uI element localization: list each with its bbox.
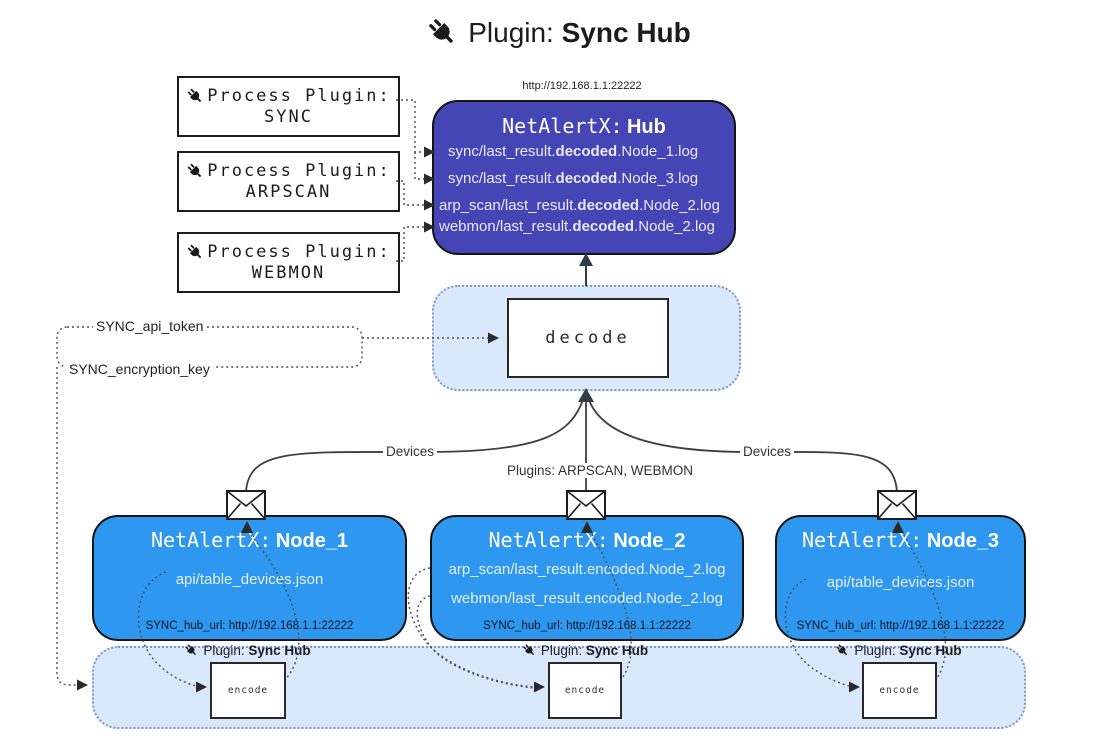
- node-1-box: NetAlertX: Node_1 api/table_devices.json…: [92, 515, 407, 641]
- plug-icon: [186, 243, 205, 262]
- hub-box: NetAlertX: Hub sync/last_result.decoded.…: [432, 100, 736, 255]
- node-title: NetAlertX: Node_3: [801, 528, 1000, 552]
- node-hub-url: SYNC_hub_url: http://192.168.1.1:22222: [145, 620, 354, 632]
- envelope-icon: [226, 490, 266, 521]
- process-plugin-webmon: Process Plugin: WEBMON: [177, 232, 400, 293]
- encode-box-3: encode: [862, 662, 937, 719]
- encode-box-2: encode: [548, 662, 622, 719]
- plug-icon: [835, 643, 850, 658]
- process-plugin-name: SYNC: [264, 107, 313, 127]
- node-3-box: NetAlertX: Node_3 api/table_devices.json…: [775, 515, 1026, 641]
- envelope-icon: [877, 490, 917, 521]
- hub-file: sync/last_result.decoded.Node_1.log: [448, 143, 699, 160]
- process-plugin-name: WEBMON: [251, 263, 326, 283]
- plug-icon: [184, 643, 199, 658]
- node-file: api/table_devices.json: [826, 574, 975, 591]
- encoder-label-text: Plugin: Sync Hub: [540, 643, 649, 658]
- page-title: Plugin: Sync Hub: [0, 16, 1117, 50]
- process-plugin-label: Process Plugin:: [207, 161, 391, 181]
- process-plugin-sync: Process Plugin: SYNC: [177, 76, 400, 137]
- page-title-text: Plugin: Sync Hub: [468, 17, 691, 48]
- hub-title: NetAlertX: Hub: [502, 114, 666, 138]
- encoder-label-text: Plugin: Sync Hub: [854, 643, 962, 658]
- hub-file: arp_scan/last_result.decoded.Node_2.log: [439, 197, 720, 214]
- encoder-label-2: Plugin: Sync Hub: [430, 643, 740, 658]
- process-plugin-label: Process Plugin:: [207, 86, 391, 106]
- hub-file: sync/last_result.decoded.Node_3.log: [448, 170, 699, 187]
- edge-label-devices-right: Devices: [740, 444, 795, 459]
- node-title: NetAlertX: Node_1: [150, 528, 349, 552]
- plug-icon: [186, 162, 205, 181]
- hub-url: http://192.168.1.1:22222: [522, 80, 642, 92]
- edge-label-plugins: Plugins: ARPSCAN, WEBMON: [504, 463, 697, 478]
- process-plugin-label: Process Plugin:: [207, 242, 391, 262]
- plug-icon: [426, 16, 460, 50]
- plug-icon: [522, 643, 537, 658]
- node-title: NetAlertX: Node_2: [488, 528, 686, 552]
- encoder-label-text: Plugin: Sync Hub: [203, 643, 311, 658]
- encoder-label-1: Plugin: Sync Hub: [92, 643, 403, 658]
- node-file: arp_scan/last_result.encoded.Node_2.log: [448, 561, 726, 578]
- hub-file: webmon/last_result.decoded.Node_2.log: [439, 218, 715, 235]
- encoder-label-3: Plugin: Sync Hub: [775, 643, 1022, 658]
- node-file: api/table_devices.json: [175, 571, 324, 588]
- process-plugin-name: ARPSCAN: [245, 182, 332, 202]
- plug-icon: [186, 87, 205, 106]
- node-2-box: NetAlertX: Node_2 arp_scan/last_result.e…: [430, 515, 744, 641]
- sync-api-token-label: SYNC_api_token: [93, 318, 207, 334]
- decode-box: decode: [507, 298, 669, 378]
- node-hub-url: SYNC_hub_url: http://192.168.1.1:22222: [483, 620, 691, 632]
- encode-box-1: encode: [210, 662, 286, 719]
- envelope-icon: [566, 490, 606, 521]
- sync-encryption-key-label: SYNC_encryption_key: [66, 361, 213, 377]
- node-hub-url: SYNC_hub_url: http://192.168.1.1:22222: [796, 620, 1005, 632]
- node-file: webmon/last_result.encoded.Node_2.log: [451, 590, 723, 607]
- edge-label-devices-left: Devices: [383, 444, 438, 459]
- process-plugin-arpscan: Process Plugin: ARPSCAN: [177, 151, 400, 212]
